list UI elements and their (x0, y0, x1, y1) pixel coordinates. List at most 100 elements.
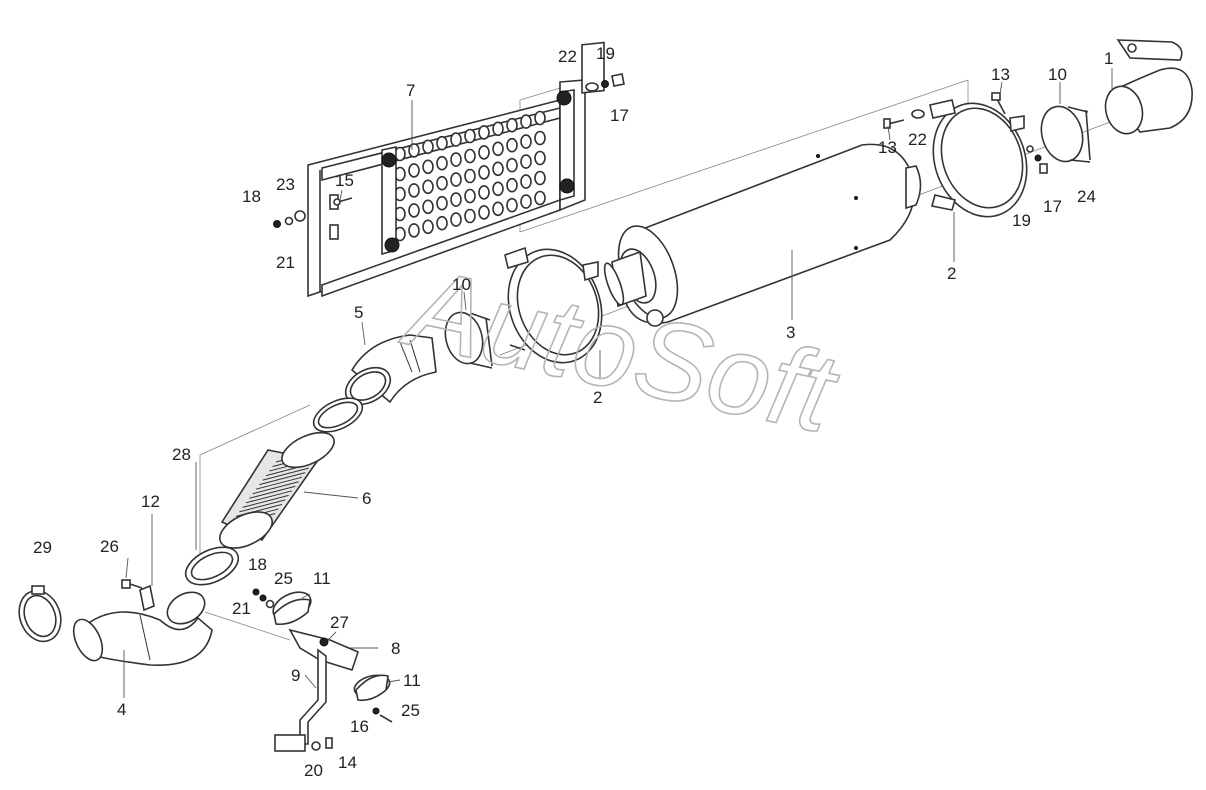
perforation-hole (492, 121, 504, 137)
callout-9: 9 (291, 666, 300, 685)
callout-28: 28 (172, 445, 191, 464)
callout-5: 5 (354, 303, 363, 322)
callout-10: 10 (452, 275, 471, 294)
callout-19: 19 (596, 44, 615, 63)
callout-6: 6 (362, 489, 371, 508)
callout-25: 25 (401, 701, 420, 720)
hose-rib (252, 481, 299, 495)
perforation-hole (408, 203, 420, 218)
outlet-pipe (1104, 39, 1193, 135)
perforation-hole (506, 117, 518, 133)
cap-11-lower (353, 674, 391, 702)
perforation-hole (520, 154, 532, 169)
perforation-hole (464, 188, 476, 204)
perforation-hole (520, 194, 532, 209)
perforation-hole (450, 172, 462, 187)
clamp-10-rear (1040, 105, 1091, 163)
perforation-hole (422, 219, 434, 235)
hose-rib (259, 472, 306, 486)
perforation-hole (422, 139, 434, 155)
callout-21: 21 (276, 253, 295, 272)
callout-13: 13 (878, 138, 897, 157)
perforation-hole (450, 152, 462, 167)
perforation-hole (506, 157, 518, 173)
perforation-hole (520, 134, 532, 149)
callout-25: 25 (274, 569, 293, 588)
support-bracket (274, 628, 359, 752)
exhaust-elbow (344, 334, 437, 406)
shield-fasteners-right (585, 73, 625, 92)
callout-13: 13 (991, 65, 1010, 84)
hose-rib (242, 494, 289, 508)
bracket-12 (139, 584, 155, 612)
perforation-hole (492, 161, 504, 177)
callout-27: 27 (330, 613, 349, 632)
callout-2: 2 (947, 264, 956, 283)
callout-4: 4 (117, 700, 126, 719)
hose-rib (245, 490, 293, 504)
perforation-hole (506, 137, 518, 153)
hose-rib (262, 467, 309, 481)
callout-24: 24 (1077, 187, 1096, 206)
shield-fasteners-left (273, 197, 353, 228)
grommet (559, 178, 575, 194)
muffler (603, 143, 922, 327)
perforation-hole (408, 143, 420, 158)
perforation-hole (478, 125, 490, 140)
callout-11: 11 (403, 671, 421, 690)
callout-7: 7 (406, 81, 415, 100)
callout-23: 23 (276, 175, 295, 194)
hose-rib (255, 476, 303, 490)
perforation-hole (534, 190, 546, 206)
heat-shield-guard (307, 41, 605, 298)
perforation-hole (408, 183, 420, 198)
perforation-hole (450, 212, 462, 227)
callout-15: 15 (335, 171, 354, 190)
perforation-hole (436, 155, 448, 171)
perforation-hole (492, 181, 504, 197)
hose-rib (239, 499, 286, 513)
callout-11: 11 (313, 569, 331, 588)
clamp-29 (18, 585, 62, 643)
mounting-strap-front (504, 246, 603, 364)
callout-17: 17 (610, 106, 629, 125)
perforation-hole (534, 150, 546, 166)
callout-26: 26 (100, 537, 119, 556)
perforation-hole (464, 168, 476, 184)
mounting-strap-rear (929, 99, 1028, 218)
callout-12: 12 (141, 492, 160, 511)
bolt-26 (121, 579, 143, 589)
grommet (556, 90, 572, 106)
perforation-hole (534, 130, 546, 146)
perforation-hole (520, 174, 532, 189)
perforation-hole (492, 201, 504, 217)
callout-29: 29 (33, 538, 52, 557)
grommet (381, 152, 397, 168)
perforation-hole (422, 179, 434, 195)
callout-17: 17 (1043, 197, 1062, 216)
perforation-hole (506, 177, 518, 193)
perforation-hole (464, 208, 476, 224)
perforation-hole (408, 223, 420, 238)
band-clamp-lower (184, 546, 240, 586)
perforation-hole (450, 132, 462, 147)
cap-11-upper (272, 591, 312, 626)
callout-21: 21 (232, 599, 251, 618)
callout-22: 22 (558, 47, 577, 66)
perforation-hole (464, 128, 476, 144)
callout-20: 20 (304, 761, 323, 780)
grommet (384, 237, 400, 253)
perforation-hole (436, 215, 448, 231)
perforation-hole (478, 165, 490, 180)
perforation-hole (408, 163, 420, 178)
perforation-hole (436, 175, 448, 191)
clamp-10-front (444, 311, 493, 369)
perforation-hole (478, 185, 490, 200)
callout-1: 1 (1104, 49, 1113, 68)
callout-8: 8 (391, 639, 400, 658)
perforation-hole (534, 170, 546, 186)
lower-elbow (72, 591, 213, 666)
callout-16: 16 (350, 717, 369, 736)
callout-18: 18 (242, 187, 261, 206)
perforation-hole (436, 135, 448, 151)
